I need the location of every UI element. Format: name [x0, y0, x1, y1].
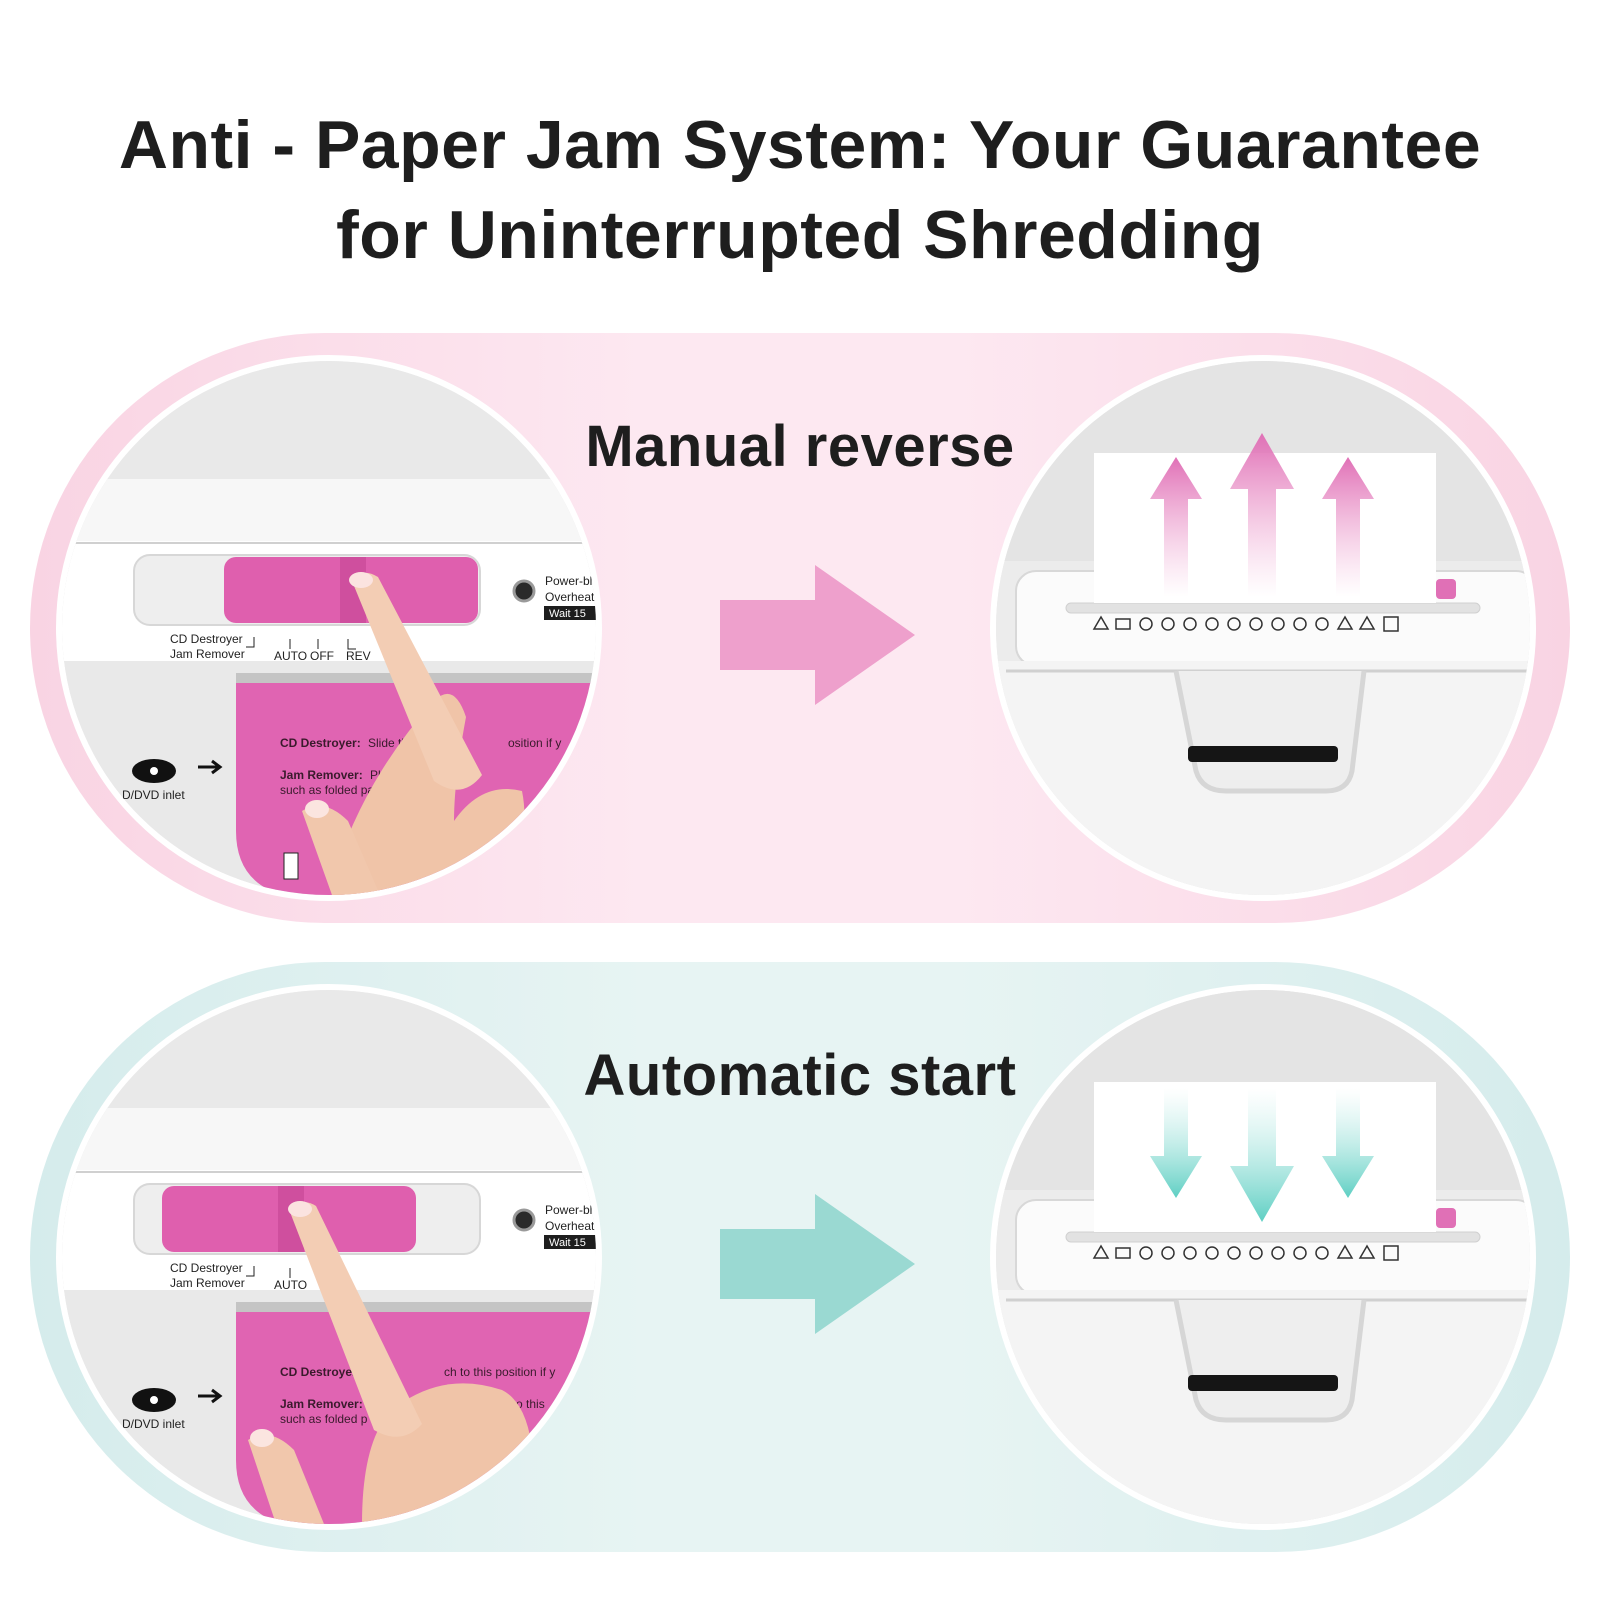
instruction-line-3: such as folded p: [280, 1412, 368, 1426]
cd-destroyer-label: CD Destroyer: [170, 1261, 243, 1275]
headline-line-2: for Uninterrupted Shredding: [336, 197, 1264, 273]
auto-label: AUTO: [274, 1278, 307, 1292]
power-label: Power-bl: [545, 574, 592, 588]
auto-label: AUTO: [274, 649, 307, 663]
instruction-line-1-tail: ch to this position if y: [444, 1365, 555, 1379]
rev-label: REV: [346, 649, 371, 663]
instruction-line-2-bold: Jam Remover:: [280, 768, 363, 782]
manual-reverse-panel: Power-bl Overheat Wait 15 CD Destroyer J…: [30, 333, 1570, 923]
dvd-inlet-label: D/DVD inlet: [122, 1417, 185, 1431]
power-label: Power-bl: [545, 1203, 592, 1217]
instruction-line-2-bold: Jam Remover:: [280, 1397, 363, 1411]
instruction-line-1-bold: CD Destroyer:: [280, 736, 361, 750]
switch-closeup-photo-auto: Power-bl Overheat Wait 15 CD Destroyer J…: [56, 984, 602, 1530]
jam-remover-label: Jam Remover: [170, 1276, 245, 1290]
shredder-top-photo: [990, 355, 1536, 901]
panel-title: Automatic start: [583, 1043, 1017, 1108]
switch-closeup-photo: Power-bl Overheat Wait 15 CD Destroyer J…: [56, 355, 602, 901]
wait-label: Wait 15: [549, 608, 586, 620]
automatic-start-panel: Power-bl Overheat Wait 15 CD Destroyer J…: [30, 962, 1570, 1552]
off-label: OFF: [310, 649, 334, 663]
wait-label: Wait 15: [549, 1237, 586, 1249]
panel-title: Manual reverse: [585, 414, 1015, 479]
overheat-label: Overheat: [545, 1219, 595, 1233]
dvd-inlet-label: D/DVD inlet: [122, 788, 185, 802]
page-headline: Anti - Paper Jam System: Your Guarantee …: [0, 100, 1600, 280]
instruction-line-1-bold: CD Destroyer: [280, 1365, 357, 1379]
right-arrow-icon: [720, 565, 915, 705]
headline-line-1: Anti - Paper Jam System: Your Guarantee: [118, 107, 1482, 183]
cd-destroyer-label: CD Destroyer: [170, 632, 243, 646]
instruction-line-1-tail: osition if y: [508, 736, 561, 750]
overheat-label: Overheat: [545, 590, 595, 604]
jam-remover-label: Jam Remover: [170, 647, 245, 661]
shredder-top-photo-auto: [990, 984, 1536, 1530]
right-arrow-icon: [720, 1194, 915, 1334]
